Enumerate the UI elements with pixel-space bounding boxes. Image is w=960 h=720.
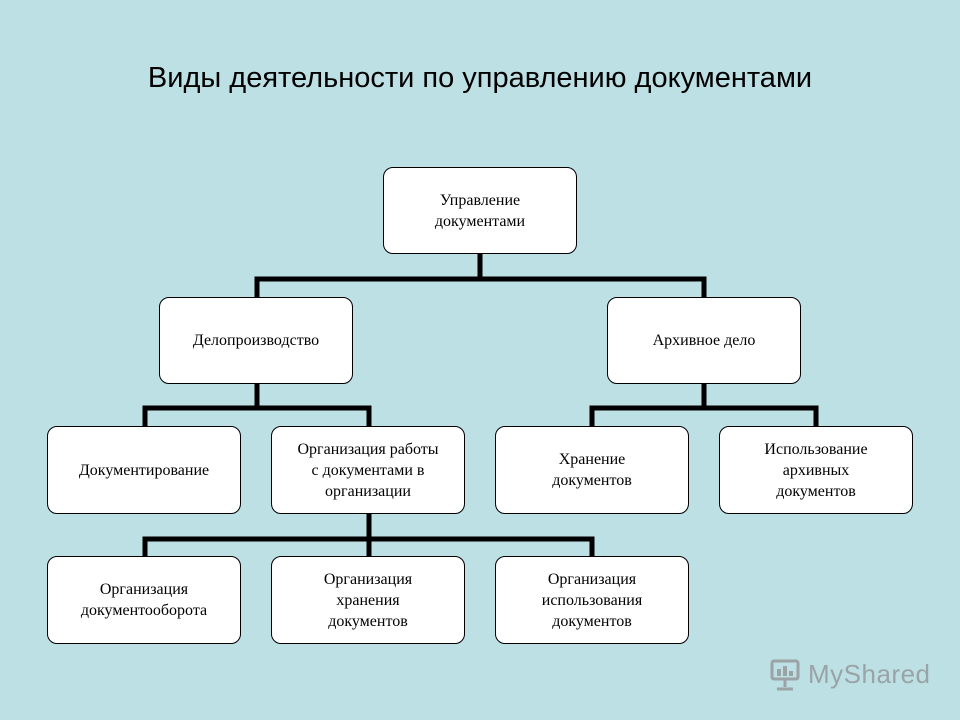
node-work-organization: Организация работы с документами в орган…	[271, 426, 465, 514]
presentation-board-icon	[770, 659, 800, 691]
watermark-logo-text: MyShared	[808, 658, 931, 689]
node-archiving: Архивное дело	[607, 297, 801, 384]
connector-work-org	[142, 511, 595, 560]
connector-root	[254, 251, 707, 301]
node-records-management: Делопроизводство	[159, 297, 353, 384]
node-archive-use: Использование архивных документов	[719, 426, 913, 514]
connector-archive	[589, 381, 819, 430]
node-documenting: Документирование	[47, 426, 241, 514]
node-workflow-organization: Организация документооборота	[47, 556, 241, 644]
diagram-title: Виды деятельности по управлению документ…	[147, 62, 813, 94]
node-document-management: Управление документами	[383, 167, 577, 254]
watermark: MyShared	[768, 656, 931, 692]
node-storage-organization: Организация хранения документов	[271, 556, 465, 644]
node-document-storage: Хранение документов	[495, 426, 689, 514]
connector-records	[142, 381, 372, 430]
node-use-organization: Организация использования документов	[495, 556, 689, 644]
